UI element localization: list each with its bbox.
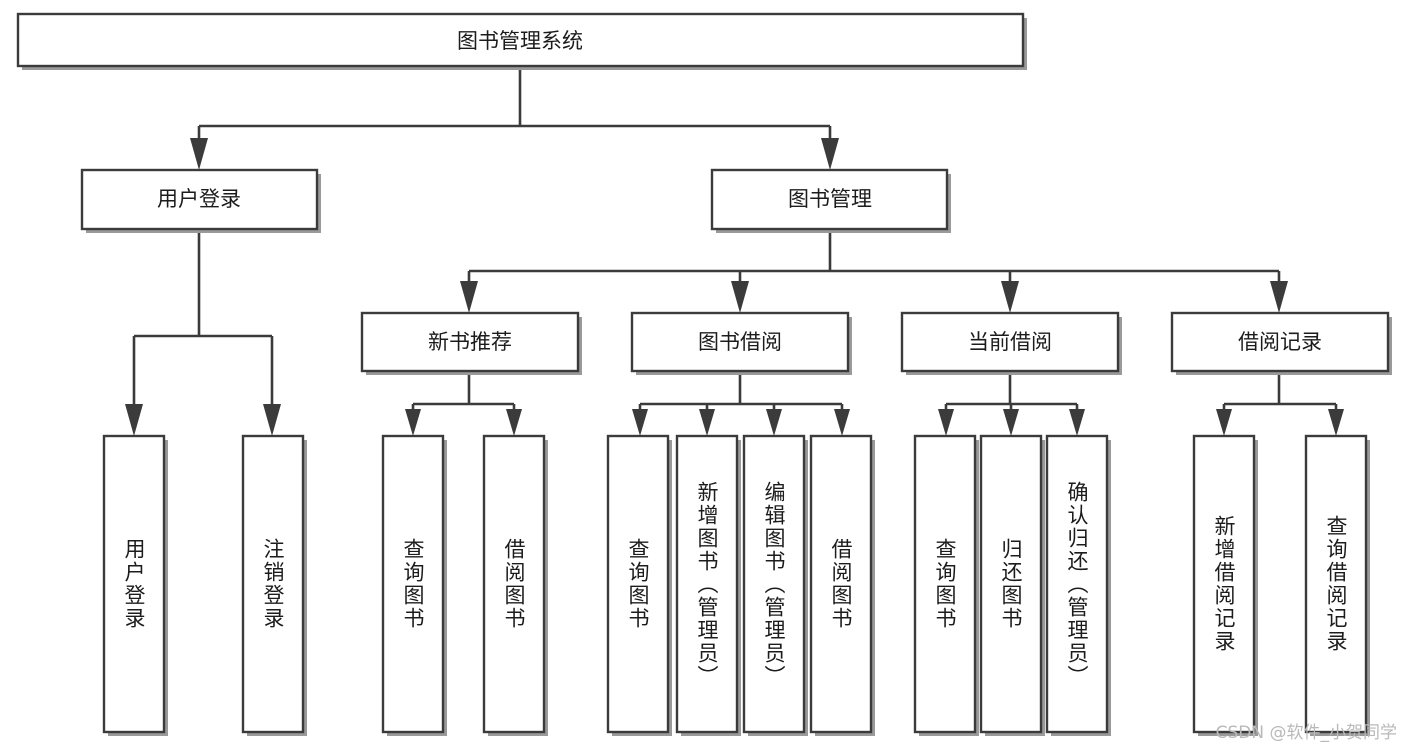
leaf-book-borrow-2-box[interactable] <box>675 434 739 734</box>
node-book-management[interactable]: 图书管理 <box>710 168 951 233</box>
node-book-borrow[interactable]: 图书借阅 <box>630 311 852 375</box>
arrow-to-bookmgmt <box>821 138 839 170</box>
connector-group-userlogin <box>125 233 281 436</box>
node-new-book-recommend-label: 新书推荐 <box>428 330 512 354</box>
leaf-current-borrow-2-box[interactable] <box>979 434 1043 734</box>
arrow-userlogin-leaf-2 <box>263 404 281 436</box>
node-borrow-record-box[interactable] <box>1170 311 1390 373</box>
leaf-book-borrow-1-box[interactable] <box>606 434 670 734</box>
node-borrow-record[interactable]: 借阅记录 <box>1170 311 1392 375</box>
arrow-borrowrecord-leaf-2 <box>1328 409 1344 436</box>
csdn-watermark: CSDN @软件_小贺同学 <box>1215 723 1397 743</box>
connector-group-newbook <box>405 375 522 436</box>
leaf-user-login-1-box[interactable] <box>102 434 166 734</box>
leaf-new-book-1-box[interactable] <box>381 434 445 734</box>
connector-group-bookmgmt <box>460 233 1288 313</box>
node-current-borrow[interactable]: 当前借阅 <box>900 311 1122 375</box>
leaf-group-book-borrow <box>606 434 875 736</box>
node-book-management-box[interactable] <box>710 168 949 231</box>
arrow-bookborrow-leaf-4 <box>834 409 850 436</box>
leaf-borrow-record-1-box[interactable] <box>1192 434 1256 734</box>
leaf-borrow-record-2-box[interactable] <box>1304 434 1368 734</box>
leaf-current-borrow-1-box[interactable] <box>913 434 977 734</box>
node-root-box[interactable] <box>16 12 1025 68</box>
leaf-book-borrow-3-box[interactable] <box>742 434 806 734</box>
node-root[interactable]: 图书管理系统 <box>16 12 1027 70</box>
leaf-group-borrow-record <box>1192 434 1370 736</box>
arrow-to-userlogin <box>190 138 208 170</box>
connector-group-borrowrecord <box>1216 375 1344 436</box>
arrow-to-bookborrow <box>731 281 749 313</box>
node-root-label: 图书管理系统 <box>457 29 583 53</box>
node-new-book-recommend-box[interactable] <box>360 311 580 373</box>
node-user-login-label: 用户登录 <box>157 187 241 211</box>
arrow-bookborrow-leaf-3 <box>766 409 782 436</box>
node-current-borrow-box[interactable] <box>900 311 1120 373</box>
leaf-new-book-2-box[interactable] <box>482 434 546 734</box>
connector-group-root <box>190 66 839 170</box>
leaf-group-new-book <box>381 434 548 736</box>
node-current-borrow-label: 当前借阅 <box>968 330 1052 354</box>
node-book-borrow-label: 图书借阅 <box>698 330 782 354</box>
node-book-borrow-box[interactable] <box>630 311 850 373</box>
leaf-book-borrow-4-box[interactable] <box>809 434 873 734</box>
arrow-currentborrow-leaf-1 <box>938 409 954 436</box>
connector-group-bookborrow <box>632 375 850 436</box>
arrow-to-newbook <box>460 281 478 313</box>
arrow-borrowrecord-leaf-1 <box>1216 409 1232 436</box>
leaf-group-current-borrow <box>913 434 1111 736</box>
node-new-book-recommend[interactable]: 新书推荐 <box>360 311 582 375</box>
arrow-currentborrow-leaf-3 <box>1069 409 1085 436</box>
node-book-management-label: 图书管理 <box>788 187 872 211</box>
arrow-newbook-leaf-2 <box>506 409 522 436</box>
leaf-user-login-2-box[interactable] <box>241 434 305 734</box>
node-user-login-box[interactable] <box>80 168 319 231</box>
arrow-bookborrow-leaf-2 <box>699 409 715 436</box>
node-borrow-record-label: 借阅记录 <box>1238 330 1322 354</box>
arrow-bookborrow-leaf-1 <box>632 409 648 436</box>
connector-group-currentborrow <box>938 375 1085 436</box>
arrow-to-borrowrecord <box>1270 281 1288 313</box>
leaf-current-borrow-3-box[interactable] <box>1045 434 1109 734</box>
node-user-login[interactable]: 用户登录 <box>80 168 321 233</box>
arrow-to-currentborrow <box>1001 281 1019 313</box>
arrow-newbook-leaf-1 <box>405 409 421 436</box>
arrow-currentborrow-leaf-2 <box>1003 409 1019 436</box>
arrow-userlogin-leaf-1 <box>125 404 143 436</box>
leaf-group-user-login <box>102 434 307 736</box>
